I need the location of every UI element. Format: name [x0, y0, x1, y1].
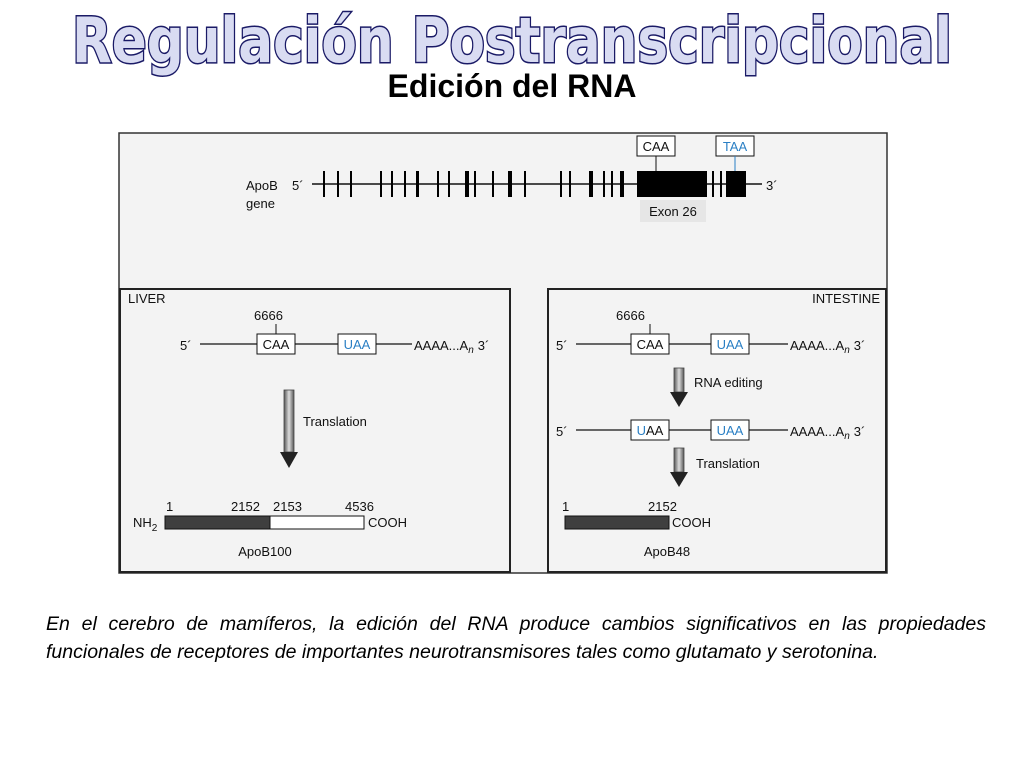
page-title: Regulación Postranscripcional	[72, 4, 952, 77]
exon-bar	[404, 171, 406, 197]
liver-panel-frame	[119, 288, 511, 573]
liver-arrow-label: Translation	[303, 414, 367, 429]
intestine-translation-arrow-shaft	[673, 447, 685, 473]
intestine-protein-name: ApoB48	[644, 544, 690, 559]
exon-bar	[448, 171, 450, 197]
exon-bar	[603, 171, 605, 197]
intestine-five-prime: 5´	[556, 338, 568, 353]
liver-tick-2152: 2152	[231, 499, 260, 514]
title-banner: Regulación Postranscripcional	[71, 3, 954, 79]
apob-gene: ApoB gene 5´ 3´ CAA TAA Exon 26	[246, 135, 778, 222]
intestine-edited-codon1-box	[630, 419, 670, 441]
liver-codon2: UAA	[344, 337, 371, 352]
exon-bar	[611, 171, 613, 197]
intestine-edited-codon1: UAA	[637, 423, 664, 438]
exon-bar	[524, 171, 526, 197]
gene-codon-taa: TAA	[723, 139, 748, 154]
gene-five-prime: 5´	[292, 178, 304, 193]
intestine-translation-arrow-head	[670, 472, 688, 487]
liver-codon1: CAA	[263, 337, 290, 352]
exon-bar	[492, 171, 494, 197]
liver-arrow-head	[280, 452, 298, 468]
exon-bar	[560, 171, 562, 197]
editing-arrow-label: RNA editing	[694, 375, 763, 390]
exon-3prime-block	[726, 171, 746, 197]
liver-tick-1: 1	[166, 499, 173, 514]
caption-text: En el cerebro de mamíferos, la edición d…	[46, 613, 986, 663]
gene-label-line1: ApoB	[246, 178, 278, 193]
editing-arrow-head	[670, 392, 688, 407]
exon-bar	[508, 171, 512, 197]
liver-panel-label: LIVER	[128, 291, 166, 306]
exon-bar	[569, 171, 571, 197]
exon-bar	[474, 171, 476, 197]
gene-exons	[323, 171, 722, 197]
exon-bar	[337, 171, 339, 197]
liver-nh2: NH2	[133, 515, 158, 534]
intestine-cooh: COOH	[672, 515, 711, 530]
gene-label-line2: gene	[246, 196, 275, 211]
exon-bar	[416, 171, 419, 197]
intestine-edited-codon2: UAA	[717, 423, 744, 438]
intestine-tick-1: 1	[562, 499, 569, 514]
exon-bar	[380, 171, 382, 197]
liver-tick-4536: 4536	[345, 499, 374, 514]
intestine-codon2: UAA	[717, 337, 744, 352]
exon-bar	[391, 171, 393, 197]
intestine-edited-five-prime: 5´	[556, 424, 568, 439]
gene-codon-caa: CAA	[643, 139, 670, 154]
editing-arrow-shaft	[673, 367, 685, 393]
liver-cooh: COOH	[368, 515, 407, 530]
gene-three-prime: 3´	[766, 178, 778, 193]
intestine-codon1-box	[630, 333, 670, 355]
page-subtitle: Edición del RNA	[387, 68, 637, 104]
intestine-codon2-box	[710, 333, 750, 355]
intestine-tick-2152: 2152	[648, 499, 677, 514]
exon-bar	[712, 171, 714, 197]
liver-five-prime: 5´	[180, 338, 192, 353]
exon-bar	[465, 171, 469, 197]
exon-bar	[720, 171, 722, 197]
liver-codon1-box	[256, 333, 296, 355]
intestine-edited-codon2-box	[710, 419, 750, 441]
liver-protein-light	[269, 515, 365, 530]
intestine-panel-label: INTESTINE	[812, 291, 880, 306]
liver-position: 6666	[254, 308, 283, 323]
liver-protein-dark	[164, 515, 271, 530]
intestine-arrow-label: Translation	[696, 456, 760, 471]
exon-26-block	[637, 171, 707, 197]
exon-bar	[437, 171, 439, 197]
intestine-codon1: CAA	[637, 337, 664, 352]
exon-label-bg	[640, 200, 706, 222]
exon-bar	[620, 171, 624, 197]
exon-bar	[589, 171, 593, 197]
liver-arrow-shaft	[283, 389, 295, 453]
liver-protein-name: ApoB100	[238, 544, 292, 559]
exon-bar	[323, 171, 325, 197]
liver-tick-2153: 2153	[273, 499, 302, 514]
exon-label: Exon 26	[649, 204, 697, 219]
apob-editing-figure: ApoB gene 5´ 3´ CAA TAA Exon 26 LIVER 66…	[118, 132, 888, 574]
intestine-protein-dark	[564, 515, 670, 530]
intestine-position: 6666	[616, 308, 645, 323]
exon-bar	[350, 171, 352, 197]
liver-codon2-box	[337, 333, 377, 355]
